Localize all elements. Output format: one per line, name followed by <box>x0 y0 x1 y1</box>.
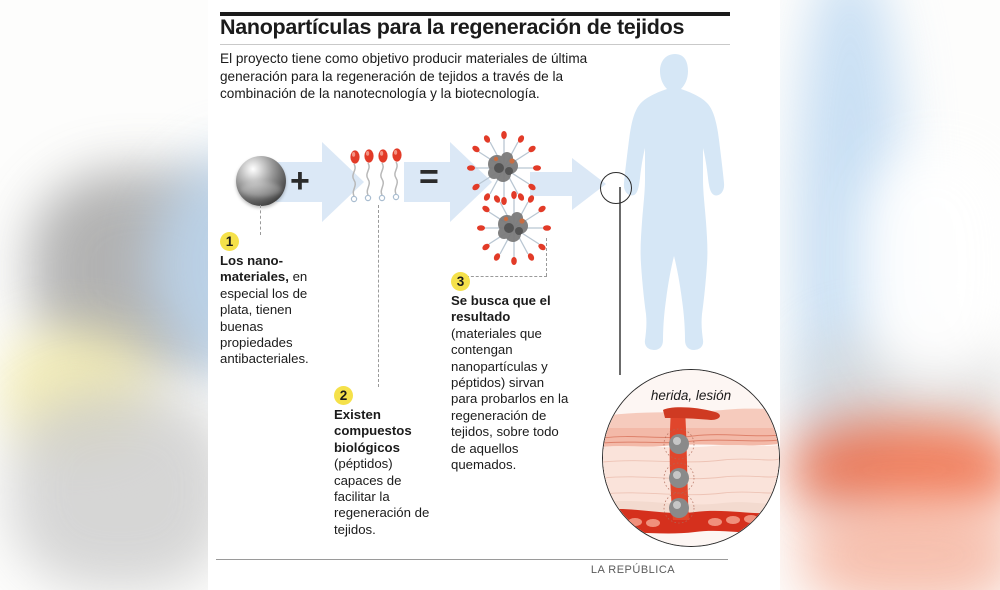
flow-arrow-3 <box>530 156 608 212</box>
plus-symbol: + <box>290 162 310 200</box>
callout-1-text: en especial los de plata, tienen buenas … <box>220 269 309 367</box>
callout-1-badge: 1 <box>220 232 239 251</box>
body-hotspot-circle <box>600 172 632 204</box>
equals-symbol: = <box>419 158 439 196</box>
leader-line-1 <box>260 205 261 235</box>
wound-cross-section-illustration <box>603 370 779 546</box>
inset-label: herida, lesión <box>650 388 732 403</box>
footer-rule <box>216 559 728 560</box>
equation-diagram: + = <box>208 128 780 265</box>
infographic-panel: Nanopartículas para la regeneración de t… <box>208 0 780 590</box>
background-blur-shape <box>10 390 230 590</box>
magnifier-connector-line <box>619 187 621 375</box>
wound-magnifier-inset: herida, lesión <box>602 369 780 547</box>
callout-3-bold: Se busca que el resultado <box>451 293 551 325</box>
peptide-molecules-icon <box>350 148 402 203</box>
functionalized-nanoparticle-icon <box>467 131 541 205</box>
leader-line-2 <box>378 205 379 387</box>
callout-2-text: (péptidos) capaces de facilitar la regen… <box>334 456 430 537</box>
source-credit: LA REPÚBLICA <box>590 564 676 576</box>
human-body-silhouette <box>623 54 725 350</box>
leader-line-3-horizontal <box>466 276 547 277</box>
callout-3-badge: 3 <box>451 272 470 291</box>
callout-2-badge: 2 <box>334 386 353 405</box>
background-blur-shape <box>800 500 1000 590</box>
callout-3-text: (materiales que contengan nanopartículas… <box>451 325 569 473</box>
callout-2-bold: Existen compuestos biológicos <box>334 407 412 455</box>
title-bottom-rule <box>220 44 730 45</box>
flow-arrow-1 <box>276 136 366 228</box>
callout-2: 2 Existen compuestos biológicos (péptido… <box>334 386 442 538</box>
functionalized-nanoparticle-icon <box>477 191 551 265</box>
flow-arrow-2 <box>404 136 494 228</box>
leader-line-3-vertical <box>546 238 547 276</box>
callout-3: 3 Se busca que el resultado (materiales … <box>451 272 569 473</box>
callout-1: 1 Los nano-materiales, en especial los d… <box>220 232 338 368</box>
page-title: Nanopartículas para la regeneración de t… <box>220 15 685 39</box>
callout-1-bold: Los nano-materiales, <box>220 253 289 285</box>
silver-nanoparticle-icon <box>236 156 286 206</box>
subtitle-text: El proyecto tiene como objetivo producir… <box>220 51 588 101</box>
background-blur-shape <box>860 150 1000 380</box>
title-top-rule <box>220 12 730 16</box>
